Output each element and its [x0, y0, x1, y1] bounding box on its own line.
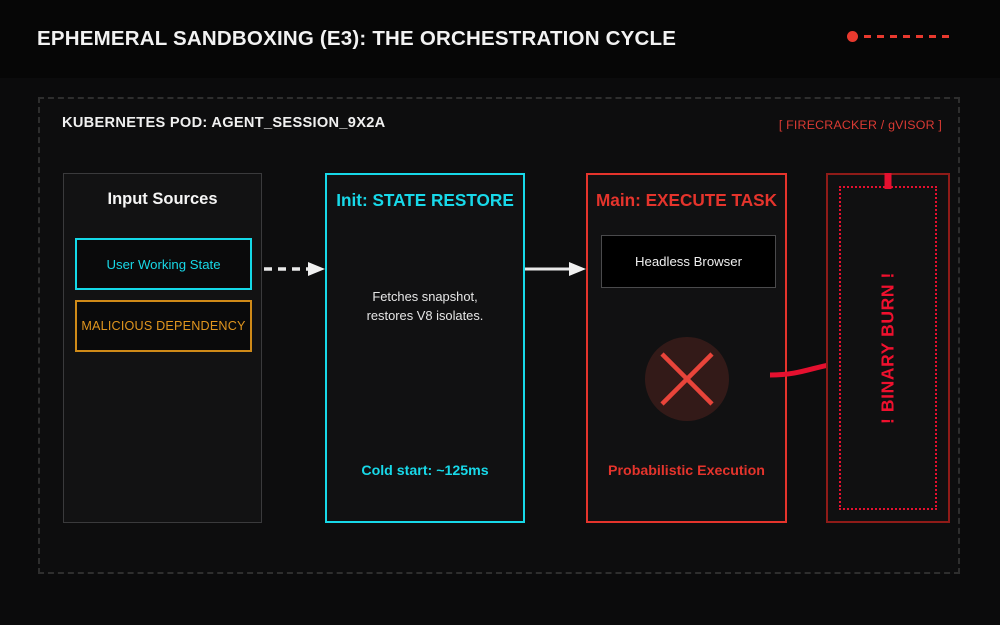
- connector-input-to-init: [264, 262, 325, 276]
- headless-browser-box[interactable]: Headless Browser: [601, 235, 776, 288]
- headless-browser-label: Headless Browser: [634, 254, 742, 269]
- chip-user-working-state[interactable]: User Working State: [75, 238, 252, 290]
- input-sources-panel: Input Sources User Working State MALICIO…: [63, 173, 262, 523]
- binary-burn-inner-frame: ! BINARY BURN !: [839, 186, 937, 510]
- init-cold-start-metric: Cold start: ~125ms: [361, 463, 489, 479]
- header-bar: EPHEMERAL SANDBOXING (E3): THE ORCHESTRA…: [0, 0, 1000, 78]
- init-panel-description: Fetches snapshot, restores V8 isolates.: [327, 287, 523, 325]
- chip-user-working-state-label: User Working State: [106, 256, 221, 272]
- pod-label: KUBERNETES POD: AGENT_SESSION_9X2A: [62, 115, 386, 131]
- header-status-indicator: [847, 31, 952, 42]
- connector-init-to-main: [525, 262, 586, 276]
- init-panel-title: Init: STATE RESTORE: [336, 190, 514, 210]
- pod-runtime-badge: [ FIRECRACKER / gVISOR ]: [778, 118, 942, 132]
- burn-notch-marker: [884, 173, 892, 189]
- init-description-line-2: restores V8 isolates.: [366, 308, 484, 323]
- dashed-rule-decoration: [864, 35, 952, 38]
- x-circle-icon: [644, 337, 729, 421]
- binary-burn-label: ! BINARY BURN !: [877, 272, 898, 424]
- binary-burn-panel: ! BINARY BURN !: [826, 173, 950, 523]
- input-sources-title: Input Sources: [107, 190, 218, 208]
- main-panel-title: Main: EXECUTE TASK: [595, 190, 778, 210]
- status-dot-icon: [847, 31, 858, 42]
- main-panel-status: Probabilistic Execution: [608, 463, 765, 479]
- init-description-line-1: Fetches snapshot,: [372, 289, 478, 304]
- init-state-restore-panel: Init: STATE RESTORE Fetches snapshot, re…: [325, 173, 525, 523]
- page-title: EPHEMERAL SANDBOXING (E3): THE ORCHESTRA…: [37, 27, 677, 50]
- main-execute-task-panel: Main: EXECUTE TASK Headless Browser Prob…: [586, 173, 787, 523]
- chip-malicious-dependency[interactable]: MALICIOUS DEPENDENCY: [75, 300, 252, 352]
- chip-malicious-dependency-label: MALICIOUS DEPENDENCY: [81, 319, 246, 333]
